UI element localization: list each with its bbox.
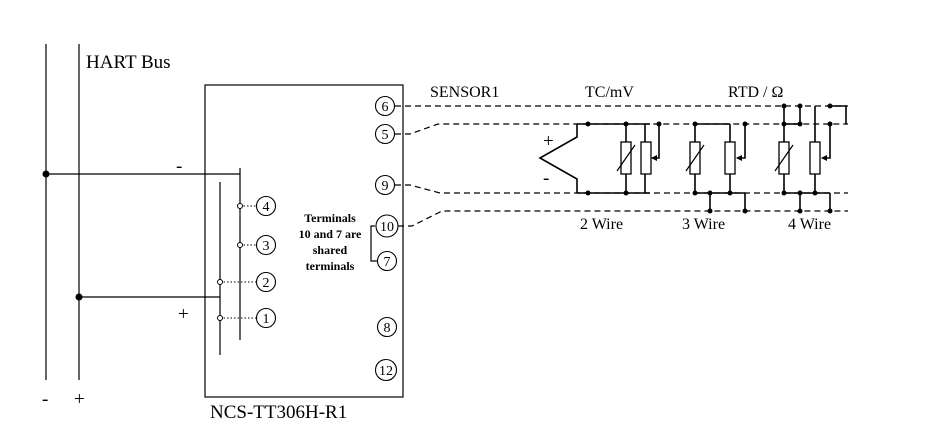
svg-text:2: 2 xyxy=(263,276,270,291)
rtd-3-wire xyxy=(685,121,748,214)
svg-text:+: + xyxy=(543,131,554,152)
svg-text:5: 5 xyxy=(382,128,389,143)
bus-minus-junction xyxy=(42,170,50,178)
terminal-9: 9 xyxy=(374,174,396,196)
bus-plus-junction xyxy=(75,293,83,301)
svg-text:4: 4 xyxy=(263,200,270,215)
rtd-2-wire xyxy=(577,121,662,196)
terminal-12: 12 xyxy=(374,358,398,382)
note-line-1: Terminals xyxy=(304,211,356,225)
svg-text:1: 1 xyxy=(263,312,270,327)
terminal-1: 1 xyxy=(255,307,277,329)
note-line-3: shared xyxy=(313,243,348,257)
two-wire-label: 2 Wire xyxy=(580,216,623,233)
terminal-2: 2 xyxy=(255,271,277,293)
bus-minus-label: - xyxy=(42,389,48,410)
svg-text:-: - xyxy=(543,168,549,189)
svg-text:9: 9 xyxy=(382,179,389,194)
thermocouple-symbol: + - xyxy=(538,124,578,193)
terminal-10: 10 xyxy=(375,214,399,238)
svg-text:3: 3 xyxy=(263,239,270,254)
sensor-bus-9 xyxy=(395,184,848,194)
hart-bus-label: HART Bus xyxy=(86,52,171,73)
note-line-2: 10 and 7 are xyxy=(299,227,362,241)
rtd-4-wire xyxy=(774,103,847,214)
terminal-7: 7 xyxy=(376,250,398,272)
loop-minus-label: - xyxy=(176,156,182,177)
terminal-6: 6 xyxy=(374,95,396,117)
bus-plus-label: + xyxy=(74,389,85,410)
device-name: NCS-TT306H-R1 xyxy=(210,402,347,423)
terminal-3: 3 xyxy=(255,234,277,256)
three-wire-label: 3 Wire xyxy=(682,216,725,233)
terminal-8: 8 xyxy=(376,316,398,338)
rtd-ohm-label: RTD / Ω xyxy=(728,84,783,101)
sensor-label: SENSOR1 xyxy=(430,84,499,101)
tc-mv-label: TC/mV xyxy=(585,84,634,101)
sensor-bus-10 xyxy=(398,210,848,227)
svg-text:8: 8 xyxy=(384,321,391,336)
svg-text:6: 6 xyxy=(382,100,389,115)
shared-terminal-bracket xyxy=(370,225,377,262)
svg-text:10: 10 xyxy=(380,220,394,235)
four-wire-label: 4 Wire xyxy=(788,216,831,233)
svg-text:12: 12 xyxy=(379,364,393,379)
terminal-5: 5 xyxy=(374,123,396,145)
sensor-bus-5 xyxy=(395,123,848,135)
loop-plus-label: + xyxy=(178,304,189,325)
svg-text:7: 7 xyxy=(384,255,391,270)
device-box xyxy=(204,84,404,398)
note-line-4: terminals xyxy=(306,259,355,273)
terminal-4: 4 xyxy=(255,195,277,217)
